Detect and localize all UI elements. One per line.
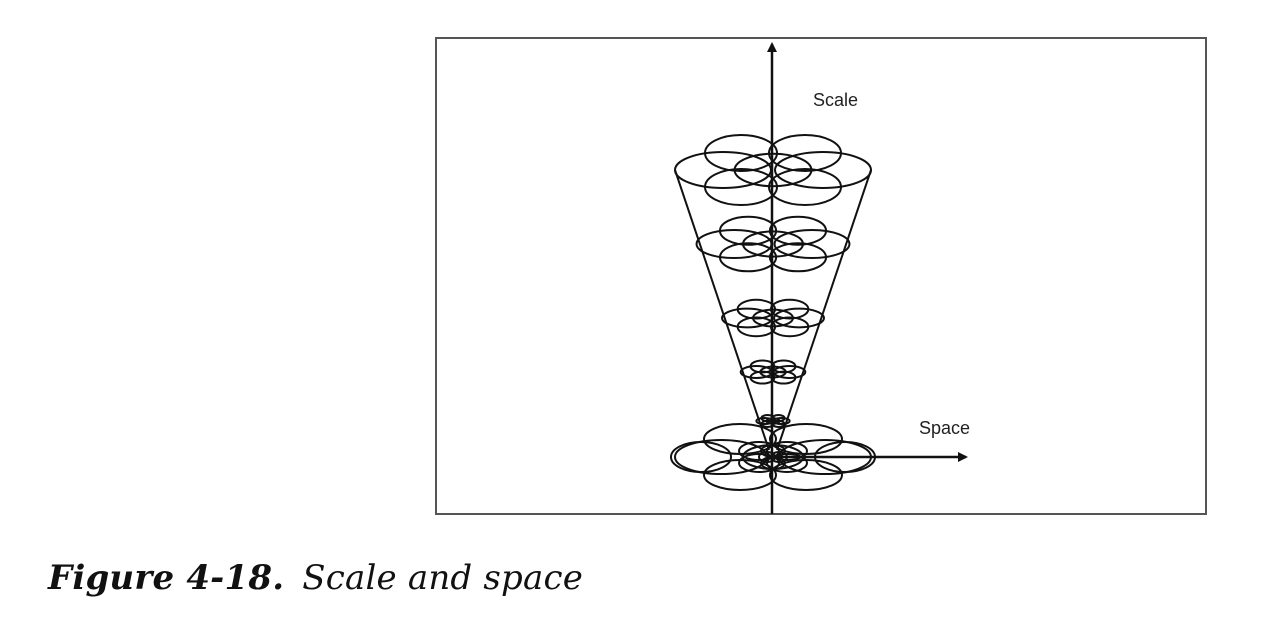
figure-title: Scale and space — [302, 558, 584, 598]
space-axis-label: Space — [919, 418, 970, 438]
scale-ellipse-level-2 — [773, 228, 851, 260]
scale-ellipse-level-1 — [774, 151, 872, 189]
diagram-frame — [435, 37, 1207, 515]
scale-ellipse-level-5 — [772, 416, 791, 426]
scale-axis-label: Scale — [813, 90, 858, 110]
figure-number: Figure 4-18. — [48, 558, 285, 598]
cone-left-side — [674, 169, 770, 451]
cone-right-side — [776, 169, 872, 451]
scale-ellipse-base — [670, 441, 732, 473]
scale-ellipse-level-4 — [772, 365, 807, 379]
figure-caption: Figure 4-18. Scale and space — [48, 558, 583, 598]
scale-ellipse-level-3 — [773, 307, 825, 329]
